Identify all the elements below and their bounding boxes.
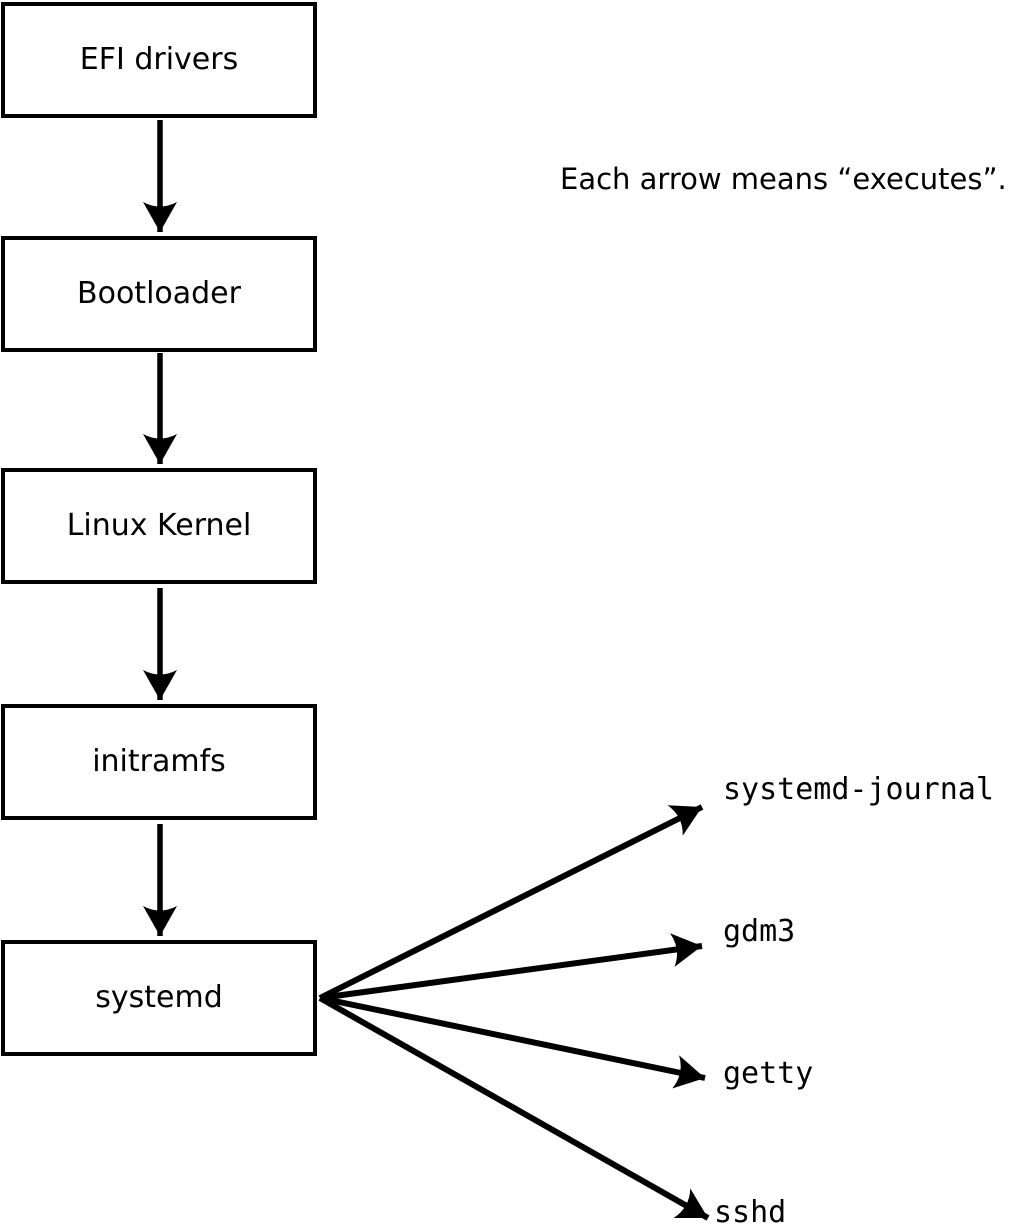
arrow-systemd-to-systemd-journal [318,804,704,1001]
caption-arrow-meaning: Each arrow means “executes”. [560,162,1007,196]
box-initramfs-label: initramfs [92,744,226,779]
arrow-systemd-to-sshd [318,995,710,1221]
label-sshd: sshd [714,1195,787,1230]
box-systemd: systemd [1,940,317,1056]
box-initramfs: initramfs [1,704,317,820]
label-getty: getty [723,1056,814,1091]
box-efi-drivers-label: EFI drivers [79,42,239,77]
arrow-systemd-to-gdm3 [319,933,703,1001]
box-efi-drivers: EFI drivers [1,2,317,118]
box-linux-kernel: Linux Kernel [1,468,317,584]
box-systemd-label: systemd [95,980,223,1015]
box-bootloader: Bootloader [1,236,317,352]
label-systemd-journal: systemd-journal [723,772,994,807]
box-bootloader-label: Bootloader [77,276,241,311]
box-linux-kernel-label: Linux Kernel [66,508,252,543]
label-gdm3: gdm3 [723,914,796,949]
arrow-systemd-to-getty [319,995,706,1089]
